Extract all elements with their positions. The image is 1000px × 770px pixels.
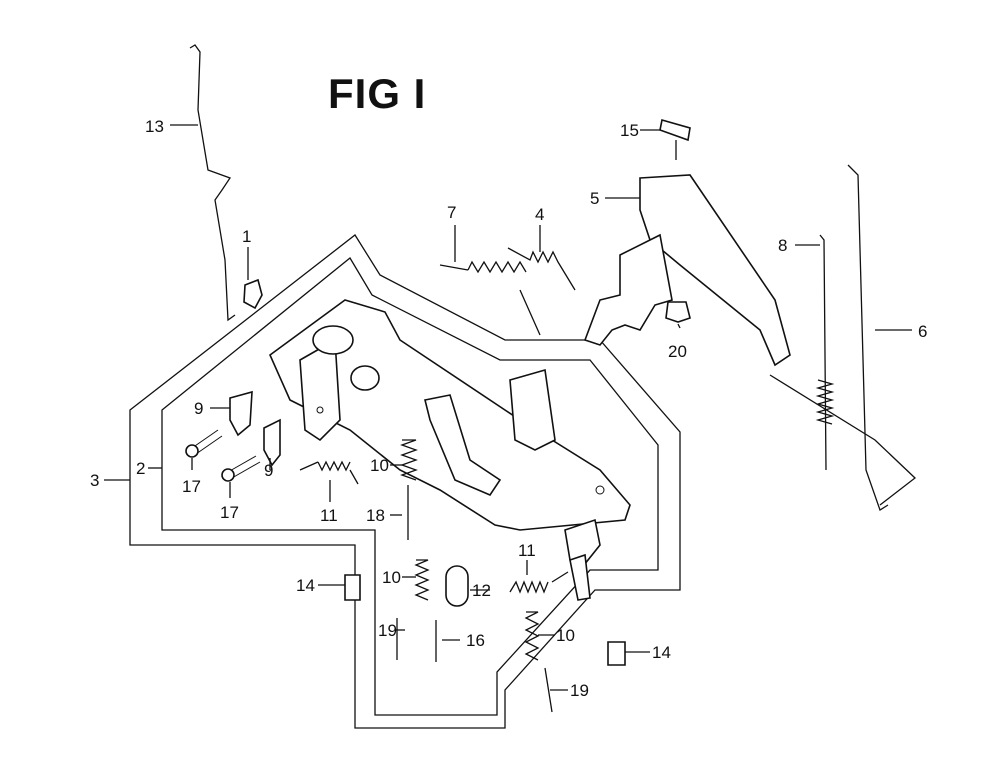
callout-4: 4	[535, 205, 544, 224]
bracket-tab-lower	[569, 553, 591, 601]
callout-labels: 13 1 3 2 9 9 17 17 11 10 18 7 4 15 5 20 …	[90, 117, 927, 700]
clip-part-9a	[229, 390, 253, 437]
callout-19b: 19	[570, 681, 589, 700]
control-upper-tab	[509, 368, 556, 451]
bolt-part-14a	[344, 574, 361, 601]
spring-part-10c	[524, 611, 540, 661]
bracket-tab-right	[564, 518, 601, 572]
callout-9a: 9	[194, 399, 203, 418]
callout-19a: 19	[378, 621, 397, 640]
callout-11a: 11	[320, 506, 338, 525]
spring-part-11a	[299, 460, 359, 485]
callout-12: 12	[472, 581, 491, 600]
spring-part-10b	[414, 559, 430, 601]
callout-15: 15	[620, 121, 639, 140]
spring-part-8	[815, 379, 835, 425]
callout-13: 13	[145, 117, 164, 136]
callout-20: 20	[668, 342, 687, 361]
arm-part-5-bracket	[583, 233, 673, 346]
callout-14a: 14	[296, 576, 315, 595]
callout-14b: 14	[652, 643, 671, 662]
nut-part-20	[665, 301, 691, 323]
control-pivot	[350, 365, 380, 391]
arm-part-5	[639, 174, 791, 367]
callout-9b: 9	[264, 461, 273, 480]
base-plate-hole	[595, 485, 605, 495]
screw-part-17b	[227, 455, 261, 479]
screw-head-17a	[185, 444, 199, 458]
rod-part-8	[819, 234, 827, 471]
control-boss-ring	[312, 325, 354, 355]
bolt-part-14b	[607, 641, 626, 666]
callout-17b: 17	[220, 503, 239, 522]
callout-8: 8	[778, 236, 787, 255]
rod-part-13	[189, 44, 236, 322]
pin-part-15	[659, 118, 691, 142]
screw-part-17a	[191, 429, 223, 455]
clip-part-1	[243, 278, 263, 310]
callout-10b: 10	[382, 568, 401, 587]
figure-title: FIG I	[328, 70, 427, 117]
leader-lines	[104, 124, 912, 691]
control-lever	[424, 394, 502, 496]
callout-16: 16	[466, 631, 485, 650]
callout-18: 18	[366, 506, 385, 525]
spring-part-10a	[400, 439, 418, 481]
callout-11b: 11	[518, 541, 536, 560]
callout-5: 5	[590, 189, 599, 208]
spring-part-11b	[509, 571, 569, 594]
bracket-hole	[316, 406, 324, 414]
rod-part-6	[847, 164, 889, 511]
screw-head-17b	[221, 468, 235, 482]
spring-part-7	[439, 260, 541, 336]
callout-6: 6	[918, 322, 927, 341]
sleeve-part-12	[445, 565, 469, 607]
spring-part-4	[507, 247, 576, 291]
callout-17a: 17	[182, 477, 201, 496]
outline-part-2	[161, 257, 659, 716]
callout-7: 7	[447, 203, 456, 222]
rod-assembly-boundary	[769, 374, 916, 506]
callout-10a: 10	[370, 456, 389, 475]
callout-10c: 10	[556, 626, 575, 645]
callout-3: 3	[90, 471, 99, 490]
clip-part-9b	[263, 418, 281, 467]
callout-1: 1	[242, 227, 251, 246]
bolt-part-19b	[544, 667, 553, 713]
callout-2: 2	[136, 459, 145, 478]
